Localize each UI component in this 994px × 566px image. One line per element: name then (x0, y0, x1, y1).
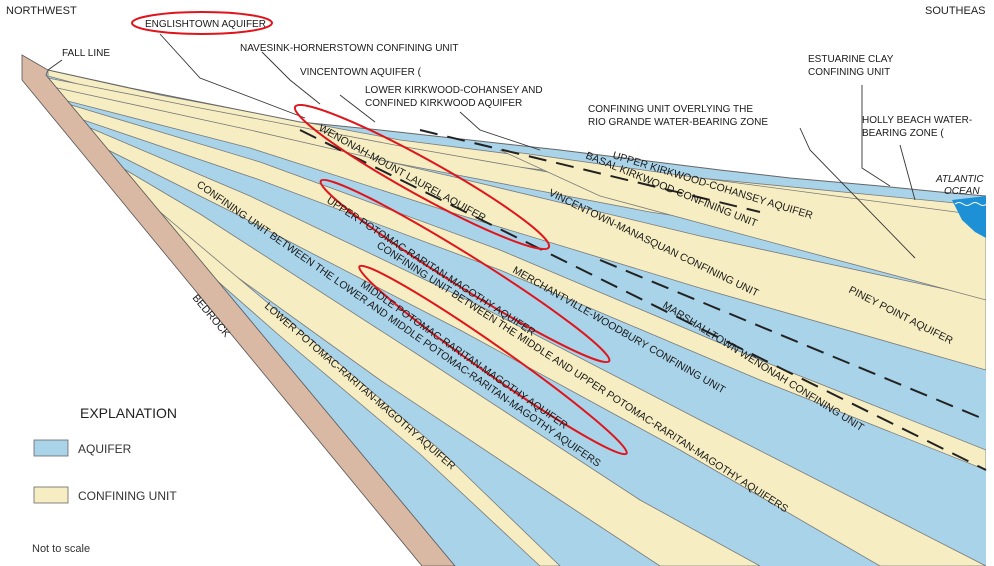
legend-panel (18, 394, 198, 560)
leader-lines (47, 33, 916, 259)
label-lower-kirkwood-1: LOWER KIRKWOOD-COHANSEY AND (365, 85, 543, 96)
label-estuarine-2: CONFINING UNIT (808, 67, 890, 78)
dashed-line-2 (299, 129, 987, 471)
label-vincentown: VINCENTOWN AQUIFER ( (300, 67, 422, 78)
label-atlantic-1: ATLANTIC (935, 174, 984, 185)
highlight-englishtown (131, 11, 273, 35)
legend-confining-swatch (33, 486, 69, 504)
label-fall-line: FALL LINE (62, 48, 110, 59)
legend-aquifer-label: AQUIFER (78, 442, 132, 456)
label-confining-rio-2: RIO GRANDE WATER-BEARING ZONE (588, 117, 768, 128)
label-holly-1: HOLLY BEACH WATER- (862, 115, 972, 126)
legend-title: EXPLANATION (80, 405, 177, 421)
label-northwest: NORTHWEST (6, 5, 77, 17)
highlight-wenonah (293, 103, 551, 251)
label-atlantic-2: OCEAN (944, 186, 980, 197)
band-confining-5 (47, 109, 986, 566)
band-confining-4 (47, 97, 986, 471)
band-confining-3 (47, 85, 986, 371)
ocean (952, 196, 986, 238)
label-englishtown: ENGLISHTOWN AQUIFER (145, 19, 266, 30)
dashed-line-1 (419, 129, 761, 213)
ground-surface (47, 69, 987, 197)
label-holly-2: BEARING ZONE ( (862, 128, 944, 139)
label-navesink: NAVESINK-HORNERSTOWN CONFINING UNIT (240, 43, 459, 54)
dashed-line-3 (599, 259, 987, 421)
label-lower-kirkwood-2: CONFINED KIRKWOOD AQUIFER (365, 98, 522, 109)
highlight-upper-prm (319, 178, 611, 364)
label-estuarine-1: ESTUARINE CLAY (808, 54, 894, 65)
ocean-waves (954, 202, 988, 206)
label-southeast: SOUTHEAS (925, 5, 986, 17)
legend-note: Not to scale (32, 543, 90, 555)
legend-aquifer-swatch (33, 439, 69, 457)
legend-confining-label: CONFINING UNIT (78, 489, 177, 503)
highlight-middle-prm (358, 264, 628, 456)
highlight-ellipses (131, 11, 628, 456)
label-confining-rio-1: CONFINING UNIT OVERLYING THE (588, 104, 753, 115)
band-confining-kirkwood (499, 149, 986, 301)
